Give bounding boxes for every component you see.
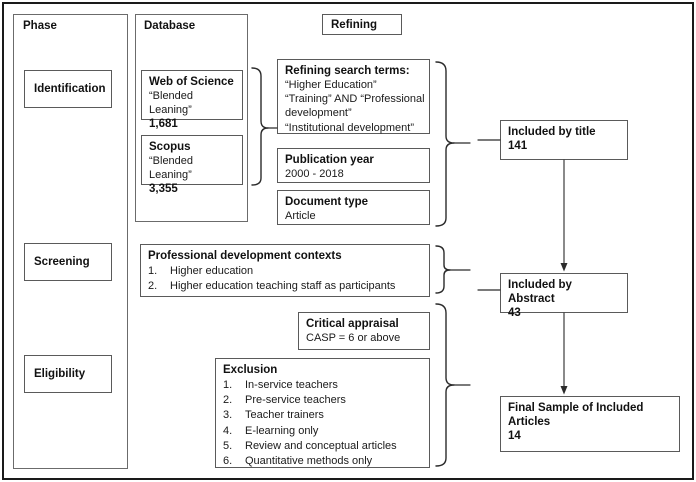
search-term-line: “Institutional development” (285, 121, 415, 134)
result-title-final-sample-line1: Final Sample of Included (508, 402, 644, 414)
search-term-line: development” (285, 107, 352, 120)
list-item: 5. Review and conceptual articles (223, 439, 422, 454)
list-item-number: 3. (223, 409, 233, 422)
list-item: 1. Higher education (148, 264, 422, 279)
phase-label-screening: Screening (34, 256, 90, 268)
list-item-text: Higher education teaching staff as parti… (170, 280, 396, 293)
refining-box-search-terms: Refining search terms: “Higher Education… (277, 59, 430, 134)
list-item-text: E-learning only (245, 424, 319, 437)
result-title-included-by-abstract: Included by Abstract (508, 279, 572, 305)
result-title-final-sample-line2: Articles (508, 416, 551, 428)
refining-search-terms-title: Refining search terms: (285, 65, 410, 77)
list-item-number: 6. (223, 455, 233, 468)
list-item-text: Quantitative methods only (245, 455, 373, 468)
phase-box-screening: Screening (24, 243, 112, 281)
database-name-web-of-science: Web of Science (149, 76, 234, 88)
result-title-included-by-title: Included by title (508, 126, 596, 138)
refining-column-label: Refining (331, 18, 377, 31)
publication-year-value: 2000 - 2018 (285, 168, 344, 180)
list-item: 2. Higher education teaching staff as pa… (148, 279, 422, 294)
database-count-web-of-science: 1,681 (149, 118, 178, 130)
search-term-line: “Training” AND “Professional (285, 93, 425, 106)
result-box-final-sample: Final Sample of Included Articles 14 (500, 396, 680, 452)
list-item-text: Higher education (170, 265, 254, 277)
critical-appraisal-title: Critical appraisal (306, 318, 399, 330)
database-query-scopus: “Blended Leaning” (149, 155, 194, 181)
database-count-scopus: 3,355 (149, 183, 178, 195)
phase-label-identification: Identification (34, 83, 106, 95)
refining-column-label-box: Refining (322, 14, 402, 35)
phase-label-eligibility: Eligibility (34, 368, 86, 380)
refining-box-document-type: Document type Article (277, 190, 430, 225)
list-item: 2. Pre-service teachers (223, 393, 422, 408)
list-item: 4. E-learning only (223, 424, 422, 439)
database-query-web-of-science: “Blended Leaning” (149, 90, 194, 116)
publication-year-title: Publication year (285, 154, 374, 166)
list-item: 1. In-service teachers (223, 378, 422, 393)
list-item-text: Review and conceptual articles (245, 439, 397, 452)
search-term-line: “Higher Education” (285, 79, 377, 91)
list-item: 6. Quantitative methods only (223, 454, 422, 469)
result-box-included-by-abstract: Included by Abstract 43 (500, 273, 628, 319)
exclusion-list: 1. In-service teachers 2. Pre-service te… (223, 378, 422, 469)
eligibility-box-critical-appraisal: Critical appraisal CASP = 6 or above (298, 312, 430, 350)
list-item-number: 2. (223, 394, 233, 407)
database-box-web-of-science: Web of Science “Blended Leaning” 1,681 (141, 70, 243, 130)
list-item-text: In-service teachers (245, 379, 338, 391)
eligibility-box-exclusion: Exclusion 1. In-service teachers 2. Pre-… (215, 358, 430, 468)
list-item-number: 1. (223, 379, 233, 391)
result-count-final-sample: 14 (508, 430, 521, 442)
phase-box-eligibility: Eligibility (24, 355, 112, 393)
list-item-number: 2. (148, 280, 158, 293)
database-column-label: Database (144, 20, 196, 32)
critical-appraisal-value: CASP = 6 or above (306, 332, 401, 344)
list-item-text: Teacher trainers (245, 409, 324, 422)
list-item-number: 5. (223, 439, 233, 452)
database-box-scopus: Scopus “Blended Leaning” 3,355 (141, 135, 243, 195)
result-box-included-by-title: Included by title 141 (500, 120, 628, 160)
list-item: 3. Teacher trainers (223, 408, 422, 423)
list-item-number: 1. (148, 265, 158, 277)
exclusion-title: Exclusion (223, 364, 278, 376)
pd-contexts-title: Professional development contexts (148, 250, 342, 262)
refining-box-publication-year: Publication year 2000 - 2018 (277, 148, 430, 183)
refining-search-terms-lines: “Higher Education” “Training” AND “Profe… (285, 78, 425, 135)
result-count-included-by-title: 141 (508, 140, 528, 152)
phase-column-label: Phase (23, 20, 57, 32)
screening-box-pd-contexts: Professional development contexts 1. Hig… (140, 244, 430, 297)
pd-contexts-list: 1. Higher education 2. Higher education … (148, 264, 422, 294)
list-item-text: Pre-service teachers (245, 394, 346, 407)
document-type-title: Document type (285, 196, 369, 208)
list-item-number: 4. (223, 424, 233, 437)
database-name-scopus: Scopus (149, 141, 191, 153)
document-type-value: Article (285, 210, 316, 222)
phase-box-identification: Identification (24, 70, 112, 108)
result-count-included-by-abstract: 43 (508, 307, 521, 319)
